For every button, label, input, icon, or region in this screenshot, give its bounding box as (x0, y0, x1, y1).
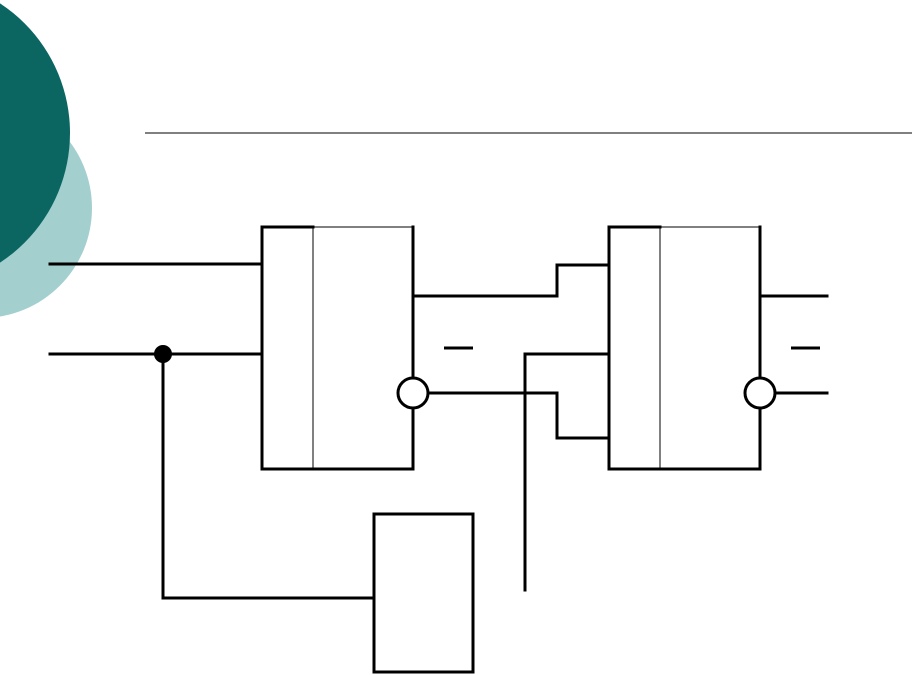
flip-flop-2-body (608, 226, 761, 470)
flip-flop-2-inverter-bubble (743, 376, 777, 410)
decorative-circles (0, 3, 92, 317)
auxiliary-block-body (372, 512, 475, 674)
q-wire-1-to-2 (411, 263, 611, 298)
decorative-circle-dark (0, 3, 70, 263)
auxiliary-block (372, 512, 475, 674)
flip-flop-1-inverter-bubble (396, 376, 430, 410)
feedback-wire (161, 352, 376, 600)
qbar-wire-1-to-2 (426, 391, 611, 440)
flip-flop-1-body (261, 226, 414, 470)
clock-wire (523, 352, 611, 592)
flip-flop-1 (260, 225, 473, 471)
flip-flop-2 (607, 225, 820, 471)
